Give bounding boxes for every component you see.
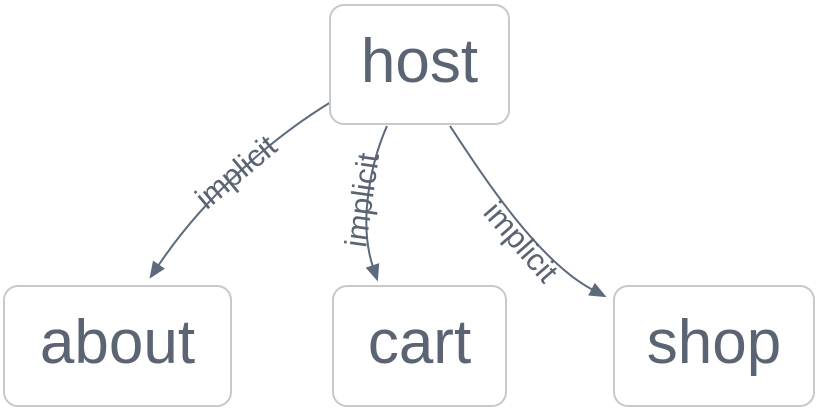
edge-label-host-shop: implicit bbox=[477, 195, 566, 290]
edge-host-cart bbox=[365, 125, 388, 282]
node-about: about bbox=[3, 285, 232, 407]
edge-host-about bbox=[149, 101, 332, 279]
node-about-label: about bbox=[39, 308, 196, 377]
node-shop: shop bbox=[613, 285, 815, 407]
edge-label-host-cart: implicit bbox=[338, 150, 386, 249]
node-host-label: host bbox=[360, 26, 479, 96]
node-cart: cart bbox=[332, 285, 507, 407]
edge-host-shop bbox=[449, 125, 607, 298]
node-cart-label: cart bbox=[367, 308, 472, 377]
node-shop-label: shop bbox=[646, 308, 782, 377]
edge-label-host-about: implicit bbox=[188, 128, 283, 216]
node-host: host bbox=[329, 4, 510, 125]
